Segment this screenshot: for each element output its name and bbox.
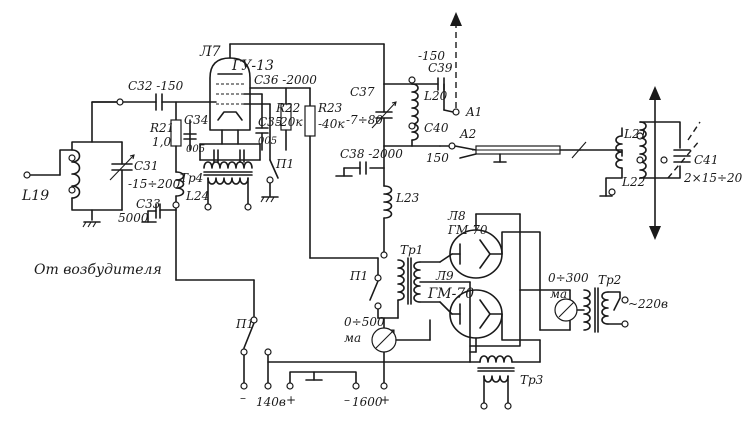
gu13-label: ГУ-13 <box>231 58 274 74</box>
p1-switch-c-label: П1 <box>235 317 254 331</box>
c41-value: 2×15÷20 <box>683 171 743 185</box>
r22-label: R22 <box>275 101 300 115</box>
c39-label: C39 <box>428 61 453 75</box>
a2-label: A2 <box>459 127 476 141</box>
filament-transformer-tr4: Tp4 <box>180 143 261 211</box>
tube-l7-gu13: Л7 ГУ-13 <box>199 43 385 145</box>
minus-sign-a: – <box>240 391 246 405</box>
tube-l9-gm70: Л9 ГМ-70 <box>427 269 503 363</box>
l7-label: Л7 <box>199 44 221 60</box>
antenna-tuner: L21 L22 C41 2×15÷20 <box>599 86 743 240</box>
tr2-label: Tp2 <box>598 273 621 287</box>
l21-label: L21 <box>623 127 647 141</box>
c37-label: C37 <box>350 85 375 99</box>
output-tank: C37 -7÷80 L20 C38 -2000 L23 <box>335 43 448 259</box>
c32-label: C32 -150 <box>128 79 184 93</box>
rectifier-wiring <box>439 231 571 347</box>
c31-value: -15÷200 <box>128 177 181 191</box>
ma500-range: 0÷500 <box>344 315 385 329</box>
r21-label: R21 <box>149 121 174 135</box>
v140-label: 140в <box>256 395 286 409</box>
l23-label: L23 <box>395 191 420 205</box>
c35-and-p1: C35 005 П1 <box>255 93 294 203</box>
transformer-tr3: Tp3 <box>469 339 544 410</box>
anode-current-meter: 0÷500 ма <box>344 315 431 353</box>
mid-switch-and-tr1: Tp1 П1 <box>349 243 471 319</box>
r23-label: R23 <box>317 101 343 115</box>
c39-value: -150 <box>418 49 445 63</box>
p1-switch-b-label: П1 <box>349 269 368 283</box>
c35-value: 005 <box>258 136 277 147</box>
l24-label: L24 <box>185 189 209 203</box>
plus-sign-a: + <box>286 393 296 407</box>
c37-value: -7÷80 <box>346 113 383 127</box>
c31-label: C31 <box>134 159 158 173</box>
ac-supply-label: ~220в <box>628 297 668 311</box>
l9-label: Л9 <box>435 269 454 283</box>
gm70-top-label: ГМ-70 <box>447 223 488 237</box>
c34-label: C34 <box>184 113 208 127</box>
c41-label: C41 <box>694 153 718 167</box>
tr3-label: Tp3 <box>520 373 544 387</box>
exciter-label: От возбудителя <box>34 262 162 278</box>
l19-label: L19 <box>21 188 49 204</box>
l20-label: L20 <box>423 89 448 103</box>
c34-value: 005 <box>186 144 205 155</box>
ma500-unit: ма <box>344 331 361 345</box>
coax-feeder <box>454 141 623 163</box>
tube-l8-gm70: Л8 ГМ-70 <box>447 209 521 291</box>
ma300-unit: ма <box>550 287 567 301</box>
gm70-bottom-label: ГМ-70 <box>427 286 474 302</box>
power-switch-p1: П1 <box>235 316 272 390</box>
c35-label: C35 <box>258 115 282 129</box>
l8-label: Л8 <box>447 209 466 223</box>
c38-label: C38 -2000 <box>340 147 403 161</box>
c33-value: 5000 <box>118 211 149 225</box>
filament-meter-tr2: 0÷300 ма Tp2 ~220в <box>548 271 668 333</box>
p1-switch-a-label: П1 <box>275 157 294 171</box>
minus-sign-b: – <box>344 393 350 407</box>
v1600-label: 1600 <box>352 395 383 409</box>
tr4-label: Tp4 <box>180 171 203 185</box>
c36-label: C36 -2000 <box>254 73 317 87</box>
l19-input-circuit: L19 C31 -15÷200 <box>21 101 181 228</box>
supply-terminals: 140в – + 1600 – + <box>240 339 471 409</box>
a1-label: A1 <box>465 105 482 119</box>
c33-label: C33 <box>136 197 161 211</box>
antenna-coupling: C39 -150 A1 C40 150 A2 <box>411 12 482 165</box>
tr1-label: Tp1 <box>400 243 423 257</box>
r23-value: -40к <box>318 117 345 131</box>
c40-value: 150 <box>426 151 449 165</box>
ma300-range: 0÷300 <box>548 271 589 285</box>
l22-label: L22 <box>621 175 645 189</box>
grid-bias-chain: R21 1,0 C34 005 L24 C33 5000 <box>118 101 255 317</box>
c40-label: C40 <box>424 121 449 135</box>
screen-and-bias-network: C36 -2000 R22 -20к R23 -40к <box>249 73 379 259</box>
r21-value: 1,0 <box>152 135 171 149</box>
r22-value: -20к <box>276 115 303 129</box>
plus-sign-b: + <box>380 393 390 407</box>
